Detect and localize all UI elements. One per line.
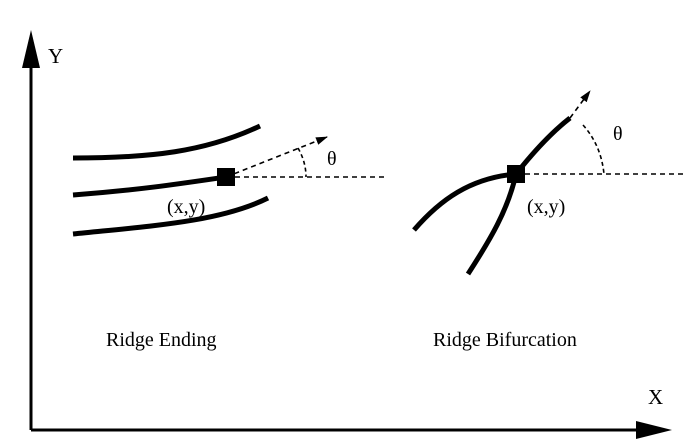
ridge-line-top [72,123,262,161]
bifurcation-left-branch [412,171,517,232]
coordinate-label: (x,y) [527,196,565,218]
minutia-point-marker [217,168,235,186]
bifurcation-lower-branch [465,173,519,276]
caption-ridge-ending: Ridge Ending [106,329,217,351]
minutia-point-marker [507,165,525,183]
coordinate-label: (x,y) [167,196,205,218]
x-axis-arrowhead [636,421,672,439]
angle-arc [582,124,605,175]
axes: Y X [22,30,672,439]
direction-arrow [225,136,328,178]
ridge-line-bottom [72,195,270,237]
angle-label: θ [613,123,623,145]
ridge-line-middle [72,174,227,198]
y-axis-label: Y [48,44,63,68]
angle-arc [297,147,307,178]
y-axis-arrowhead [22,30,40,68]
angle-label: θ [327,148,337,170]
caption-ridge-bifurcation: Ridge Bifurcation [433,329,577,351]
x-axis-label: X [648,385,663,409]
ridge-bifurcation-figure: θ (x,y) Ridge Bifurcation [412,90,684,351]
ridge-ending-figure: θ (x,y) Ridge Ending [72,123,388,351]
direction-arrow [569,90,591,119]
